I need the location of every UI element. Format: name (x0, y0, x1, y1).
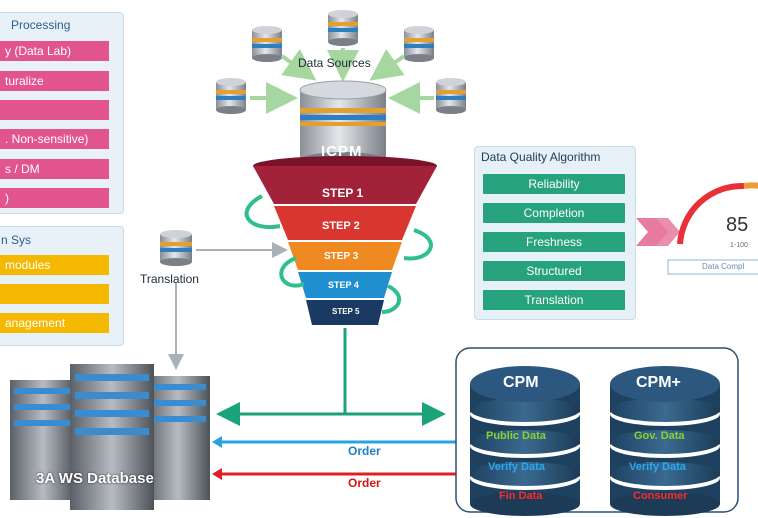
cpm-layer-fin: Fin Data (499, 490, 543, 502)
data-quality-title: Data Quality Algorithm (481, 150, 601, 164)
step-5-label: STEP 5 (332, 307, 360, 316)
system-panel: n Sys modules anagement (0, 226, 124, 346)
order-label-red: Order (348, 476, 381, 490)
gauge-value: 85 (726, 214, 749, 236)
processing-item: ) (0, 188, 109, 208)
funnel (253, 156, 437, 325)
system-item: modules (0, 255, 109, 275)
cpm-layer-verify: Verify Data (488, 461, 545, 473)
processing-item: s / DM (0, 159, 109, 179)
cpm-plus-layer-verify: Verify Data (629, 461, 686, 473)
chevron-arrows-icon (636, 218, 680, 246)
processing-title: Processing (11, 18, 71, 32)
order-blue-arrow (212, 436, 480, 462)
dq-item-completion: Completion (483, 203, 625, 223)
dq-item-reliability: Reliability (483, 174, 625, 194)
dq-item-freshness: Freshness (483, 232, 625, 252)
dq-item-structured: Structured (483, 261, 625, 281)
translation-can (160, 230, 192, 266)
cpm-plus-title: CPM+ (636, 374, 681, 391)
source-can (404, 26, 434, 62)
source-can (252, 26, 282, 62)
processing-item: . Non-sensitive) (0, 129, 109, 149)
source-can (436, 78, 466, 114)
processing-item: turalize (0, 71, 109, 91)
system-item (0, 284, 109, 304)
step-1-label: STEP 1 (322, 186, 364, 200)
gauge (677, 182, 758, 245)
green-flow-arrow (216, 328, 446, 426)
cpm-plus-stack (610, 366, 720, 516)
cpm-layer-public: Public Data (486, 430, 546, 442)
data-sources-label: Data Sources (298, 56, 371, 70)
cpm-title: CPM (503, 374, 539, 391)
database-label: 3A WS Database (36, 470, 154, 487)
database-servers (10, 364, 210, 510)
translation-label: Translation (140, 272, 199, 286)
dq-item-translation: Translation (483, 290, 625, 310)
step-4-label: STEP 4 (328, 280, 359, 290)
cpm-plus-layer-consumer: Consumer (633, 490, 688, 502)
step-2-label: STEP 2 (322, 220, 360, 232)
system-item: anagement (0, 313, 109, 333)
source-arrows (250, 48, 434, 114)
source-can (216, 78, 246, 114)
cpm-plus-layer-gov: Gov. Data (634, 430, 685, 442)
source-can (328, 10, 358, 46)
processing-item: y (Data Lab) (0, 41, 109, 61)
processing-item (0, 100, 109, 120)
system-title: n Sys (1, 233, 32, 247)
cpm-stack (470, 366, 580, 516)
gauge-caption-box (667, 259, 758, 275)
gauge-caption: Data Compl (702, 262, 745, 271)
icpm-label: ICPM (321, 143, 363, 160)
order-label-blue: Order (348, 444, 381, 458)
processing-panel: Processing y (Data Lab) turalize . Non-s… (0, 12, 124, 214)
step-3-label: STEP 3 (324, 251, 359, 262)
gauge-subtext: 1-100 (730, 242, 748, 249)
funnel-swirl (244, 194, 433, 314)
